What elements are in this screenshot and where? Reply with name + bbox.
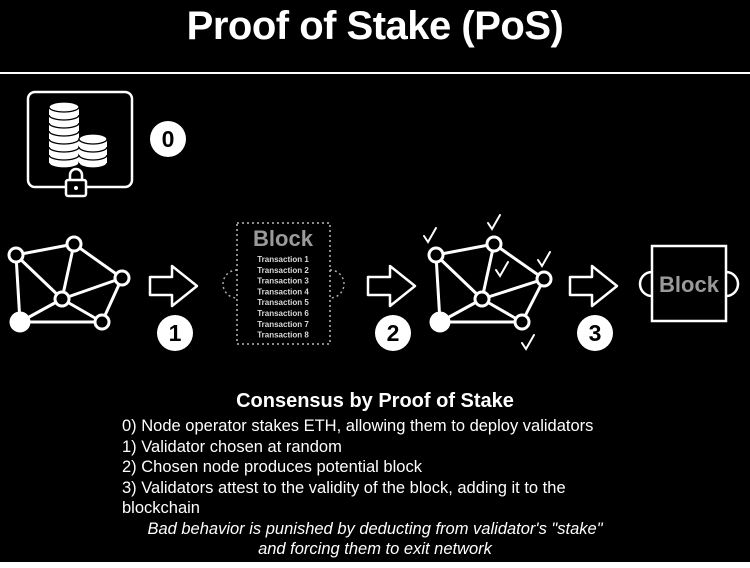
check-icons [423, 214, 551, 351]
transaction-item: Transaction 4 [257, 287, 309, 296]
svg-text:3: 3 [589, 320, 602, 346]
pos-diagram: 0 1 Block Transaction 1 Transaction 2 Tran… [7, 90, 740, 351]
step-2-text: 2) Chosen node produces potential block [122, 458, 422, 476]
step-1-text: 1) Validator chosen at random [122, 437, 342, 456]
step-1-badge: 1 [157, 315, 193, 351]
penalty-note-line-2: and forcing them to exit network [258, 540, 492, 558]
description: Consensus by Proof of Stake 0) Node oper… [0, 388, 750, 560]
penalty-note-line-1: Bad behavior is punished by deducting fr… [147, 519, 603, 538]
transaction-item: Transaction 1 [257, 255, 309, 264]
attesting-network-icon [427, 235, 553, 333]
transaction-item: Transaction 2 [257, 266, 309, 275]
arrow-icon [148, 264, 199, 308]
transaction-item: Transaction 8 [257, 331, 309, 340]
staked-coins-icon [26, 90, 134, 198]
svg-text:0: 0 [162, 126, 175, 152]
page-title: Proof of Stake (PoS) [186, 4, 564, 48]
svg-text:1: 1 [169, 320, 182, 346]
step-0-badge: 0 [150, 121, 186, 157]
step-0-text: 0) Node operator stakes ETH, allowing th… [122, 417, 594, 435]
caption-strip [0, 562, 750, 568]
transaction-item: Transaction 6 [257, 309, 309, 318]
step-2-badge: 2 [375, 315, 411, 351]
arrow-icon [366, 264, 417, 308]
transaction-item: Transaction 5 [257, 298, 309, 307]
svg-text:2: 2 [387, 320, 400, 346]
final-block-label: Block [659, 272, 720, 297]
transaction-item: Transaction 7 [257, 320, 309, 329]
step-3-text: 3) Validators attest to the validity of … [122, 478, 566, 518]
final-block: Block [638, 244, 740, 323]
description-heading: Consensus by Proof of Stake [236, 390, 514, 412]
validator-network-icon [7, 235, 131, 333]
potential-block: Block Transaction 1 Transaction 2 Transact… [222, 222, 345, 345]
transaction-item: Transaction 3 [257, 277, 309, 286]
arrow-icon [568, 264, 619, 308]
title-divider [0, 72, 750, 74]
block-label: Block [253, 226, 314, 251]
step-3-badge: 3 [577, 315, 613, 351]
